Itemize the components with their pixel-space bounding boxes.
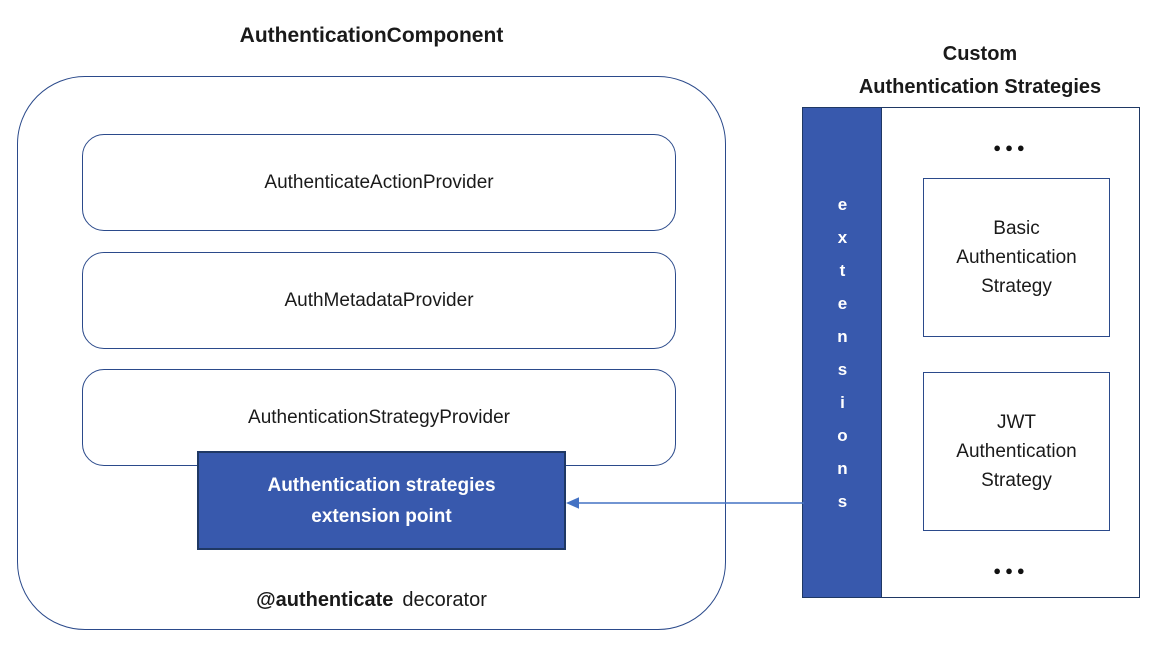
strategy-label-line: Authentication (956, 247, 1077, 268)
strategy-label-line: Authentication (956, 441, 1077, 462)
provider-label: AuthMetadataProvider (284, 289, 474, 311)
extension-point-label-line1: Authentication strategies (267, 474, 496, 496)
basic-authentication-strategy-box: Basic Authentication Strategy (923, 178, 1110, 337)
decorator-label: @authenticate decorator (17, 589, 726, 617)
extension-arrow-head (566, 497, 579, 509)
provider-label: AuthenticationStrategyProvider (248, 406, 510, 428)
authentication-component-title: AuthenticationComponent (239, 24, 504, 47)
jwt-authentication-strategy-box: JWT Authentication Strategy (923, 372, 1110, 531)
extensions-bar: extensions (802, 107, 882, 598)
strategy-label-line: Strategy (981, 470, 1052, 491)
extension-point-label-line2: extension point (311, 505, 452, 527)
custom-strategies-title: Custom Authentication Strategies (810, 38, 1150, 102)
ellipsis-bottom: ●●● (993, 563, 1029, 578)
custom-strategies-title-line2: Authentication Strategies (858, 76, 1102, 98)
extension-point-box: Authentication strategies extension poin… (197, 451, 566, 550)
decorator-name: @authenticate (256, 589, 394, 611)
extension-arrow (566, 497, 804, 509)
strategy-label-line: Strategy (981, 276, 1052, 297)
strategy-label-line: JWT (996, 412, 1037, 433)
strategy-label-line: Basic (993, 218, 1040, 239)
extensions-bar-label: extensions (833, 194, 852, 525)
custom-strategies-title-line1: Custom (942, 43, 1018, 65)
authentication-component-box (17, 76, 726, 630)
authenticate-action-provider-box: AuthenticateActionProvider (82, 134, 676, 231)
auth-metadata-provider-box: AuthMetadataProvider (82, 252, 676, 349)
decorator-suffix: decorator (402, 589, 487, 611)
ellipsis-top: ●●● (993, 140, 1029, 155)
provider-label: AuthenticateActionProvider (264, 171, 494, 193)
